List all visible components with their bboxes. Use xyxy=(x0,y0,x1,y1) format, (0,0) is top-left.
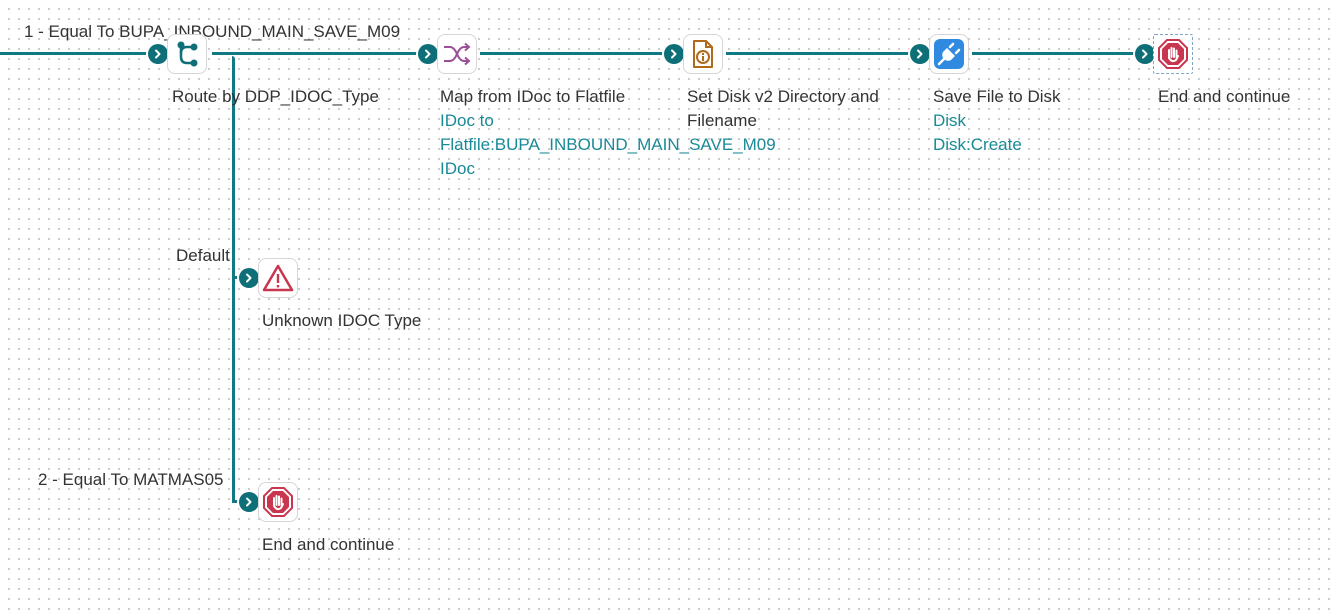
shuffle-map-icon xyxy=(444,42,471,66)
end-top-input-connector[interactable] xyxy=(1135,44,1155,64)
setprops-shape[interactable] xyxy=(683,34,723,74)
end-bottom-input-connector[interactable] xyxy=(239,492,259,512)
exception-shape[interactable] xyxy=(258,258,298,298)
map-shape-sub-3[interactable]: IDoc xyxy=(440,159,475,178)
map-shape[interactable] xyxy=(437,34,477,74)
chevron-right-icon xyxy=(671,49,677,59)
document-properties-icon xyxy=(693,40,713,68)
save-shape-sub-2[interactable]: Disk:Create xyxy=(933,135,1022,154)
map-shape-label: Map from IDoc to Flatfile xyxy=(440,87,626,106)
end-bottom-shape[interactable] xyxy=(258,482,298,522)
end-top-shape[interactable] xyxy=(1153,34,1193,74)
chevron-right-icon xyxy=(917,49,923,59)
exception-shape-label: Unknown IDOC Type xyxy=(262,311,422,330)
end-bottom-shape-label: End and continue xyxy=(262,535,395,554)
map-shape-sub-1[interactable]: IDoc to xyxy=(440,111,494,130)
save-shape-label: Save File to Disk xyxy=(933,87,1061,106)
wire-route-to-map xyxy=(212,52,430,55)
setprops-shape-label-2: Filename xyxy=(687,111,757,130)
chevron-right-icon xyxy=(246,497,252,507)
route-branch-icon xyxy=(177,41,198,67)
wire-branch-top-curve xyxy=(212,52,234,55)
warning-triangle-icon xyxy=(262,264,294,292)
map-shape-sub-2[interactable]: Flatfile:BUPA_INBOUND_MAIN_SAVE_M09 xyxy=(440,135,776,154)
wire-map-to-setprops xyxy=(480,52,676,55)
chevron-right-icon xyxy=(155,49,161,59)
map-input-connector[interactable] xyxy=(418,44,438,64)
stop-hand-icon xyxy=(263,487,293,517)
connector-plug-icon xyxy=(934,39,964,69)
wire-start xyxy=(0,52,160,55)
save-shape-sub-1[interactable]: Disk xyxy=(933,111,967,130)
chevron-right-icon xyxy=(425,49,431,59)
route-shape-label: Route by DDP_IDOC_Type xyxy=(172,87,379,106)
exception-input-connector[interactable] xyxy=(239,268,259,288)
save-shape[interactable] xyxy=(929,34,969,74)
chevron-right-icon xyxy=(1142,49,1148,59)
save-input-connector[interactable] xyxy=(910,44,930,64)
wire-save-to-end xyxy=(972,52,1148,55)
setprops-shape-label-1: Set Disk v2 Directory and xyxy=(687,87,879,106)
branch-label-default: Default xyxy=(176,246,230,265)
branch-label-2: 2 - Equal To MATMAS05 xyxy=(38,470,224,489)
branch-label-1: 1 - Equal To BUPA_INBOUND_MAIN_SAVE_M09 xyxy=(24,22,401,41)
chevron-right-icon xyxy=(246,273,252,283)
stop-hand-icon xyxy=(1158,39,1188,69)
wire-setprops-to-save xyxy=(726,52,922,55)
end-top-shape-label: End and continue xyxy=(1158,87,1291,106)
route-shape[interactable] xyxy=(167,34,207,74)
route-input-connector[interactable] xyxy=(148,44,168,64)
setprops-input-connector[interactable] xyxy=(664,44,684,64)
